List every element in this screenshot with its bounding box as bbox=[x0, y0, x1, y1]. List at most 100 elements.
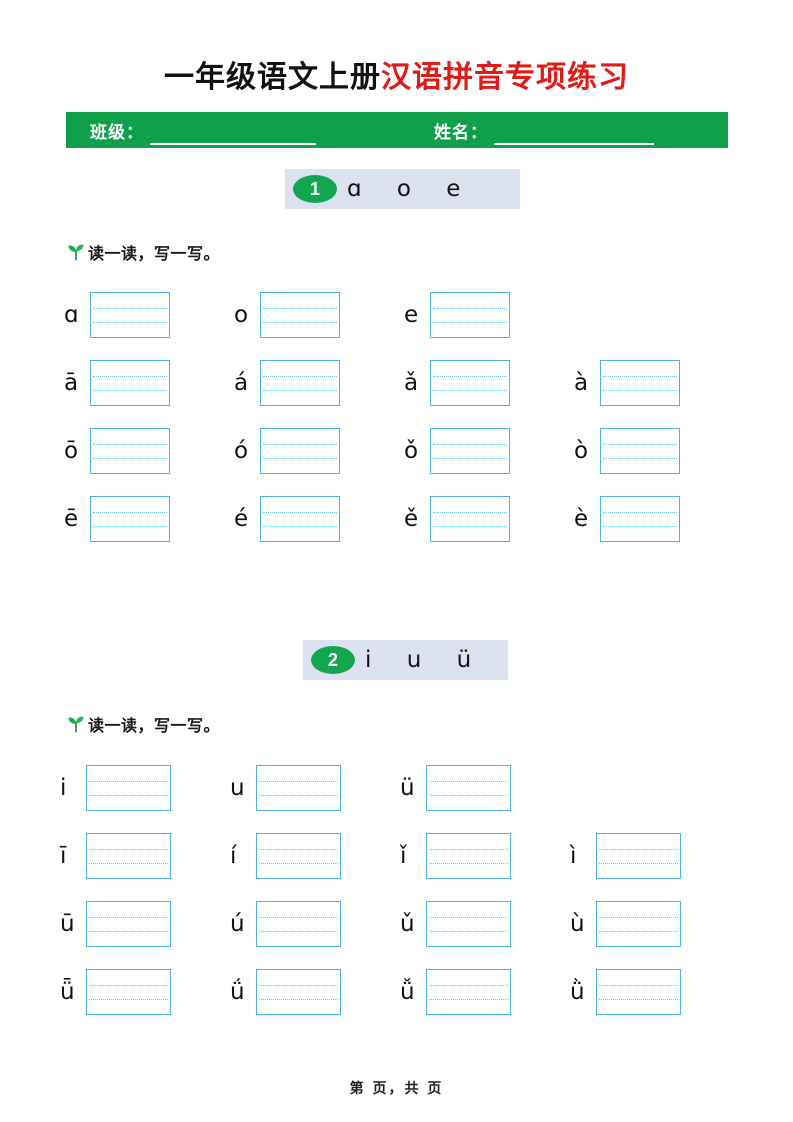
guide-line bbox=[263, 443, 337, 445]
practice-letter: o bbox=[234, 302, 249, 328]
page-title-red: 汉语拼音专项练习 bbox=[381, 60, 629, 95]
practice-letter: ě bbox=[404, 506, 419, 532]
guide-line bbox=[603, 443, 677, 445]
guide-line bbox=[93, 511, 167, 513]
guide-line bbox=[599, 984, 678, 986]
writing-box[interactable] bbox=[86, 969, 171, 1015]
class-field[interactable]: 班级： bbox=[90, 112, 316, 148]
writing-box[interactable] bbox=[426, 901, 511, 947]
practice-cell: ú bbox=[230, 901, 400, 947]
practice-row: ī í ǐ ì bbox=[60, 833, 740, 879]
writing-box[interactable] bbox=[86, 901, 171, 947]
class-input-line[interactable] bbox=[150, 129, 316, 145]
practice-letter: ō bbox=[64, 438, 79, 464]
name-input-line[interactable] bbox=[494, 129, 654, 145]
guide-line bbox=[259, 916, 338, 918]
writing-box[interactable] bbox=[260, 360, 340, 406]
guide-line bbox=[433, 443, 507, 445]
section-header-1: 1 ɑ o e bbox=[285, 169, 520, 209]
practice-letter: ì bbox=[570, 843, 577, 869]
guide-line bbox=[263, 322, 337, 324]
guide-line bbox=[263, 526, 337, 528]
practice-row: ē é ě è bbox=[64, 496, 744, 542]
guide-line bbox=[603, 375, 677, 377]
writing-box[interactable] bbox=[596, 901, 681, 947]
writing-box[interactable] bbox=[256, 833, 341, 879]
practice-letter: è bbox=[574, 506, 589, 532]
writing-box[interactable] bbox=[90, 428, 170, 474]
guide-line bbox=[429, 795, 508, 797]
practice-cell: ǜ bbox=[570, 969, 740, 1015]
guide-line bbox=[259, 984, 338, 986]
practice-letter: í bbox=[230, 843, 237, 869]
practice-cell: ē bbox=[64, 496, 234, 542]
writing-box[interactable] bbox=[430, 428, 510, 474]
writing-box[interactable] bbox=[596, 969, 681, 1015]
writing-box[interactable] bbox=[256, 901, 341, 947]
writing-box[interactable] bbox=[426, 765, 511, 811]
writing-box[interactable] bbox=[90, 360, 170, 406]
practice-letter: ǚ bbox=[400, 979, 415, 1005]
guide-line bbox=[89, 795, 168, 797]
writing-box[interactable] bbox=[430, 292, 510, 338]
guide-line bbox=[599, 863, 678, 865]
guide-line bbox=[89, 916, 168, 918]
practice-letter: ü bbox=[400, 775, 415, 801]
guide-line bbox=[599, 999, 678, 1001]
practice-cell: i bbox=[60, 765, 230, 811]
practice-letter: à bbox=[574, 370, 589, 396]
practice-cell: á bbox=[234, 360, 404, 406]
instruction-text-2: 读一读，写一写。 bbox=[88, 716, 221, 735]
writing-box[interactable] bbox=[260, 292, 340, 338]
writing-box[interactable] bbox=[600, 496, 680, 542]
section-number-2: 2 bbox=[311, 646, 355, 674]
practice-letter: á bbox=[234, 370, 249, 396]
practice-cell: ü bbox=[400, 765, 570, 811]
practice-letter: ú bbox=[230, 911, 245, 937]
writing-box[interactable] bbox=[426, 969, 511, 1015]
writing-box[interactable] bbox=[256, 969, 341, 1015]
guide-line bbox=[89, 848, 168, 850]
practice-cell: ò bbox=[574, 428, 744, 474]
practice-letter: ī bbox=[60, 843, 67, 869]
writing-box[interactable] bbox=[596, 833, 681, 879]
practice-cell: í bbox=[230, 833, 400, 879]
writing-box[interactable] bbox=[256, 765, 341, 811]
writing-box[interactable] bbox=[426, 833, 511, 879]
guide-line bbox=[429, 848, 508, 850]
practice-cell: ǖ bbox=[60, 969, 230, 1015]
writing-box[interactable] bbox=[86, 765, 171, 811]
guide-line bbox=[259, 863, 338, 865]
writing-box[interactable] bbox=[600, 360, 680, 406]
practice-cell: ǔ bbox=[400, 901, 570, 947]
writing-box[interactable] bbox=[260, 496, 340, 542]
writing-box[interactable] bbox=[600, 428, 680, 474]
writing-box[interactable] bbox=[90, 496, 170, 542]
sprout-icon bbox=[68, 716, 84, 733]
writing-box[interactable] bbox=[260, 428, 340, 474]
writing-box[interactable] bbox=[430, 360, 510, 406]
practice-row: ō ó ǒ ò bbox=[64, 428, 744, 474]
guide-line bbox=[93, 390, 167, 392]
guide-line bbox=[259, 931, 338, 933]
writing-box[interactable] bbox=[430, 496, 510, 542]
writing-box[interactable] bbox=[86, 833, 171, 879]
name-field[interactable]: 姓名： bbox=[434, 112, 654, 148]
instruction-text-1: 读一读，写一写。 bbox=[88, 244, 221, 263]
guide-line bbox=[429, 863, 508, 865]
writing-box[interactable] bbox=[90, 292, 170, 338]
practice-cell: u bbox=[230, 765, 400, 811]
practice-letter: e bbox=[404, 302, 419, 328]
guide-line bbox=[259, 848, 338, 850]
practice-letter: i bbox=[60, 775, 67, 801]
practice-row: i u ü bbox=[60, 765, 570, 811]
practice-letter: ū bbox=[60, 911, 75, 937]
guide-line bbox=[263, 375, 337, 377]
guide-line bbox=[429, 999, 508, 1001]
practice-cell: é bbox=[234, 496, 404, 542]
guide-line bbox=[93, 322, 167, 324]
practice-letter: ǜ bbox=[570, 979, 585, 1005]
section-number-1: 1 bbox=[293, 175, 337, 203]
practice-letter: ò bbox=[574, 438, 589, 464]
page-title: 一年级语文上册汉语拼音专项练习 bbox=[0, 52, 793, 96]
